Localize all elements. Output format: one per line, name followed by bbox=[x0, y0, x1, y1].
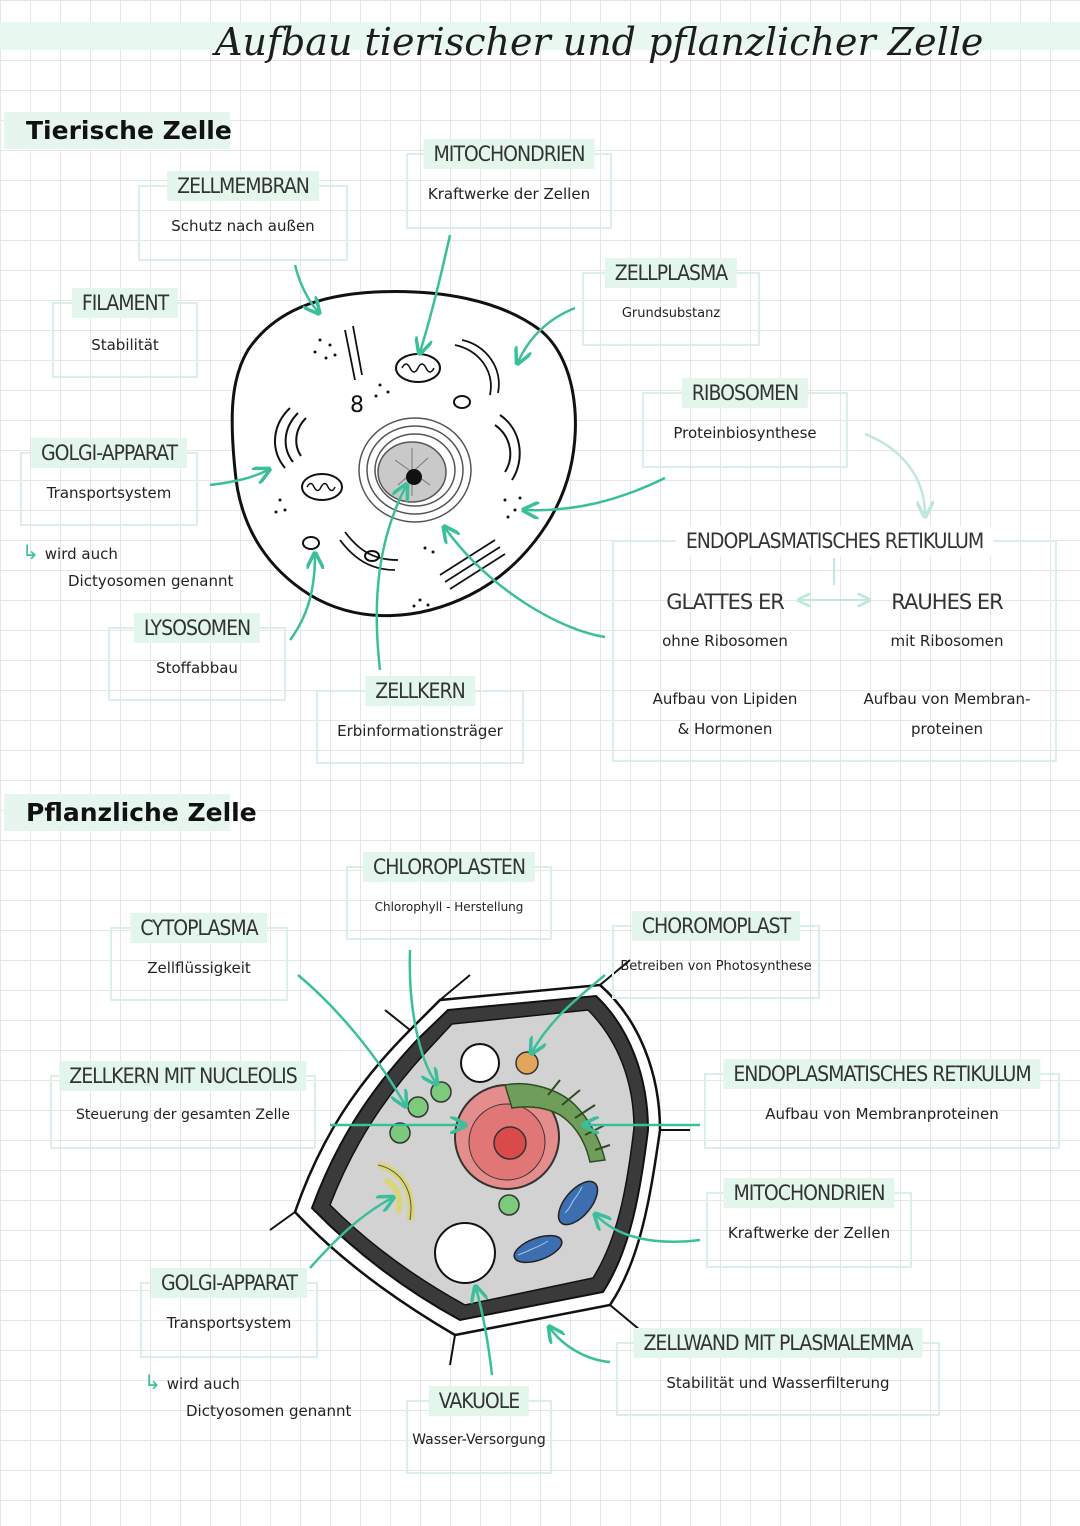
desc-zellwand: Stabilität und Wasserfilterung bbox=[666, 1374, 890, 1392]
note-golgi-animal-1: ↳ wird auch bbox=[22, 540, 118, 564]
animal-nucleolus bbox=[406, 469, 422, 485]
desc-lysosomen: Stoffabbau bbox=[156, 659, 238, 677]
plant-golgi bbox=[377, 1161, 415, 1221]
box-er-plant: ENDOPLASMATISCHES RETIKULUM Aufbau von M… bbox=[704, 1059, 1060, 1149]
label-zellwand: ZELLWAND MIT PLASMALEMMA bbox=[633, 1328, 923, 1358]
plant-er bbox=[504, 1083, 606, 1163]
hook-arrow-icon: ↳ bbox=[144, 1370, 161, 1394]
plant-arrows bbox=[297, 949, 701, 1376]
desc-ribosomen: Proteinbiosynthese bbox=[673, 424, 817, 442]
label-er-animal: ENDOPLASMATISCHES RETIKULUM bbox=[675, 526, 994, 556]
plant-chromoplast bbox=[515, 1051, 539, 1075]
hook-arrow-icon: ↳ bbox=[22, 540, 39, 564]
box-cytoplasma: CYTOPLASMA Zellflüssigkeit bbox=[110, 913, 288, 1001]
note-golgi-plant-1: ↳ wird auch bbox=[144, 1370, 240, 1394]
plant-er-branches bbox=[547, 1079, 611, 1151]
func-rauhes-er-1: Aufbau von Membran- bbox=[863, 690, 1031, 708]
box-chloroplasten: CHLOROPLASTEN Chlorophyll - Herstellung bbox=[346, 852, 552, 940]
plant-wall-extensions bbox=[269, 959, 690, 1366]
label-zellmembran: ZELLMEMBRAN bbox=[167, 171, 319, 201]
box-zellplasma: ZELLPLASMA Grundsubstanz bbox=[582, 258, 760, 346]
animal-section-heading: Tierische Zelle bbox=[4, 112, 232, 149]
box-mitochondrien-animal: MITOCHONDRIEN Kraftwerke der Zellen bbox=[406, 139, 612, 229]
animal-er-rings bbox=[358, 417, 472, 523]
desc-mitochondrien-animal: Kraftwerke der Zellen bbox=[427, 185, 591, 203]
box-zellkern-plant: ZELLKERN MIT NUCLEOLIS Steuerung der ges… bbox=[50, 1061, 316, 1149]
desc-chloroplasten: Chlorophyll - Herstellung bbox=[374, 900, 524, 914]
desc-mitochondrien-plant: Kraftwerke der Zellen bbox=[727, 1224, 891, 1242]
label-golgi-plant: GOLGI-APPARAT bbox=[151, 1268, 307, 1298]
box-golgi-plant: GOLGI-APPARAT Transportsystem bbox=[140, 1268, 318, 1358]
note-golgi-animal-2: Dictyosomen genannt bbox=[68, 572, 234, 590]
desc-cytoplasma: Zellflüssigkeit bbox=[147, 959, 251, 977]
label-rauhes-er: RAUHES ER bbox=[891, 590, 1003, 614]
box-er-animal: ENDOPLASMATISCHES RETIKULUM GLATTES ER R… bbox=[612, 526, 1057, 762]
animal-cell-drawing: 8 bbox=[230, 290, 577, 618]
animal-mitochondrion-2 bbox=[301, 473, 343, 501]
box-lysosomen: LYSOSOMEN Stoffabbau bbox=[108, 613, 286, 701]
label-er-plant: ENDOPLASMATISCHES RETIKULUM bbox=[723, 1059, 1041, 1089]
plant-nucleolus bbox=[493, 1126, 527, 1160]
desc-vakuole: Wasser-Versorgung bbox=[412, 1432, 546, 1448]
label-filament: FILAMENT bbox=[71, 288, 179, 318]
plant-vacuole-small bbox=[460, 1043, 500, 1083]
desc-zellkern-animal: Erbinformationsträger bbox=[337, 722, 503, 740]
box-vakuole: VAKUOLE Wasser-Versorgung bbox=[406, 1386, 552, 1474]
animal-ribosome-dots bbox=[274, 338, 522, 608]
note-golgi-animal-1-text: wird auch bbox=[44, 545, 118, 563]
desc-filament: Stabilität bbox=[91, 336, 159, 354]
label-zellkern-plant: ZELLKERN MIT NUCLEOLIS bbox=[59, 1061, 307, 1091]
box-ribosomen: RIBOSOMEN Proteinbiosynthese bbox=[642, 378, 848, 468]
label-zellkern-animal: ZELLKERN bbox=[365, 676, 475, 706]
desc-chromoplast: Betreiben von Photosynthese bbox=[620, 959, 812, 974]
animal-filament bbox=[344, 325, 363, 381]
label-mitochondrien-plant: MITOCHONDRIEN bbox=[723, 1178, 895, 1208]
ribosomen-to-er-arrow bbox=[864, 432, 925, 515]
plant-mitochondria bbox=[513, 1180, 599, 1264]
animal-arrows bbox=[209, 234, 666, 671]
func-rauhes-er-2: proteinen bbox=[910, 720, 984, 738]
desc-zellplasma: Grundsubstanz bbox=[621, 306, 721, 321]
label-chromoplast: CHOROMOPLAST bbox=[631, 911, 801, 941]
box-zellkern-animal: ZELLKERN Erbinformationsträger bbox=[316, 676, 524, 764]
svg-text:8: 8 bbox=[350, 393, 364, 418]
box-zellwand: ZELLWAND MIT PLASMALEMMA Stabilität und … bbox=[616, 1328, 940, 1416]
desc-zellmembran: Schutz nach außen bbox=[171, 217, 315, 235]
note-golgi-plant-1-text: wird auch bbox=[166, 1375, 240, 1393]
box-chromoplast: CHOROMOPLAST Betreiben von Photosynthese bbox=[612, 911, 820, 999]
func-glattes-er-2: & Hormonen bbox=[677, 720, 773, 738]
desc-golgi-animal: Transportsystem bbox=[46, 484, 172, 502]
desc-zellkern-plant: Steuerung der gesamten Zelle bbox=[75, 1107, 291, 1123]
label-golgi-animal: GOLGI-APPARAT bbox=[31, 438, 187, 468]
desc-golgi-plant: Transportsystem bbox=[166, 1314, 292, 1332]
label-ribosomen: RIBOSOMEN bbox=[681, 378, 809, 408]
note-golgi-plant-2: Dictyosomen genannt bbox=[186, 1402, 352, 1420]
desc-er-plant: Aufbau von Membranproteinen bbox=[765, 1105, 999, 1123]
label-cytoplasma: CYTOPLASMA bbox=[130, 913, 268, 943]
animal-golgi-right bbox=[494, 414, 521, 481]
box-filament: FILAMENT Stabilität bbox=[52, 288, 198, 378]
title-highlight bbox=[0, 22, 1080, 50]
label-glattes-er: GLATTES ER bbox=[666, 590, 785, 614]
plant-section-heading: Pflanzliche Zelle bbox=[4, 794, 257, 831]
box-mitochondrien-plant: MITOCHONDRIEN Kraftwerke der Zellen bbox=[706, 1178, 912, 1268]
label-vakuole: VAKUOLE bbox=[428, 1386, 530, 1416]
func-glattes-er-1: Aufbau von Lipiden bbox=[652, 690, 798, 708]
label-mitochondrien-animal: MITOCHONDRIEN bbox=[423, 139, 595, 169]
plant-vacuole bbox=[434, 1222, 496, 1284]
desc-glattes-er: ohne Ribosomen bbox=[662, 632, 788, 650]
desc-rauhes-er: mit Ribosomen bbox=[890, 632, 1004, 650]
box-zellmembran: ZELLMEMBRAN Schutz nach außen bbox=[138, 171, 348, 261]
animal-golgi bbox=[273, 407, 307, 469]
page-title: Aufbau tierischer und pflanzlicher Zelle bbox=[215, 20, 984, 64]
animal-lysosomes: 8 bbox=[302, 393, 471, 562]
label-lysosomen: LYSOSOMEN bbox=[133, 613, 261, 643]
box-golgi-animal: GOLGI-APPARAT Transportsystem bbox=[20, 438, 198, 526]
label-zellplasma: ZELLPLASMA bbox=[604, 258, 738, 288]
label-chloroplasten: CHLOROPLASTEN bbox=[363, 852, 535, 882]
animal-er-lines bbox=[339, 339, 506, 590]
